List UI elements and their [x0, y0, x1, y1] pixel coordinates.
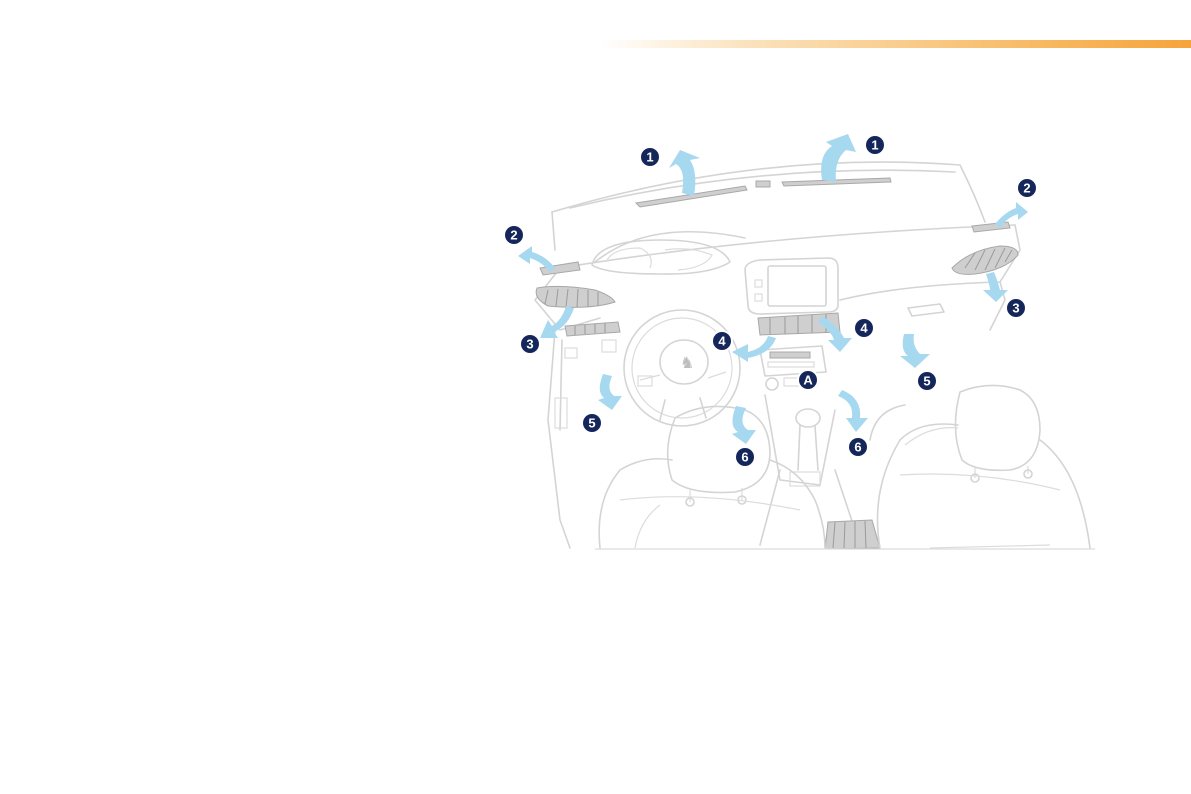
svg-text:4: 4 [860, 321, 868, 336]
svg-text:2: 2 [1023, 181, 1030, 196]
svg-text:1: 1 [871, 138, 878, 153]
marker-5-left: 5 [581, 412, 603, 434]
svg-text:6: 6 [854, 440, 861, 455]
marker-3-right: 3 [1005, 297, 1027, 319]
brand-logo: ♞ [680, 353, 694, 372]
airflow-arrow-5-right [900, 334, 930, 368]
airflow-arrows [518, 134, 1028, 444]
svg-text:4: 4 [718, 334, 726, 349]
airflow-arrow-1-right [821, 134, 856, 182]
svg-text:3: 3 [1012, 301, 1019, 316]
svg-text:3: 3 [526, 337, 533, 352]
marker-4-right: 4 [853, 317, 875, 339]
svg-text:5: 5 [588, 416, 595, 431]
marker-1-left: 1 [639, 146, 661, 168]
airflow-arrow-2-left [518, 246, 555, 272]
airflow-arrow-6-right [838, 390, 868, 432]
svg-text:5: 5 [923, 374, 930, 389]
marker-a-control-panel: A [797, 369, 819, 391]
marker-6-left: 6 [734, 446, 756, 468]
marker-2-right: 2 [1016, 177, 1038, 199]
marker-1-right: 1 [864, 134, 886, 156]
svg-text:A: A [803, 373, 813, 388]
car-interior-drawing: ♞ [535, 162, 1095, 549]
airflow-arrow-6-left [732, 406, 756, 444]
airflow-arrow-5-left [598, 374, 622, 410]
marker-6-right: 6 [847, 436, 869, 458]
marker-4-left: 4 [711, 330, 733, 352]
airflow-arrow-1-left [669, 150, 700, 196]
svg-text:1: 1 [646, 150, 653, 165]
marker-5-right: 5 [916, 370, 938, 392]
svg-text:2: 2 [510, 228, 517, 243]
svg-text:6: 6 [741, 450, 748, 465]
airflow-arrow-2-right [995, 202, 1028, 228]
marker-3-left: 3 [519, 333, 541, 355]
marker-2-left: 2 [503, 224, 525, 246]
